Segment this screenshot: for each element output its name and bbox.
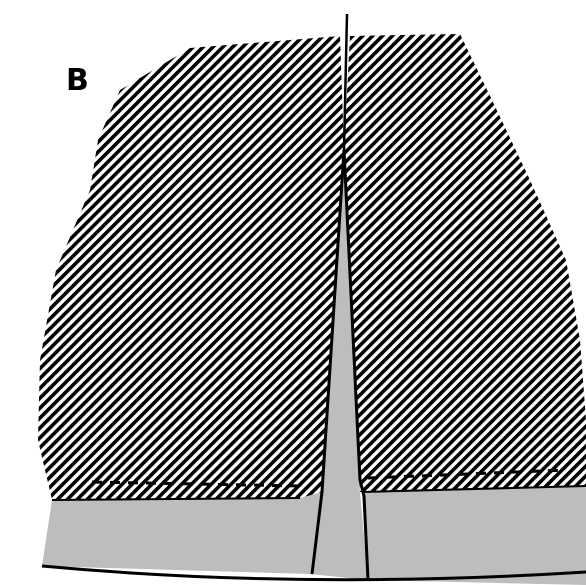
fabric-right-panel (344, 34, 586, 492)
lining-left-hem (42, 492, 322, 574)
lining-right-hem (362, 486, 586, 585)
panel-letter-label: B (66, 66, 89, 96)
fabric-left-panel (38, 36, 344, 500)
